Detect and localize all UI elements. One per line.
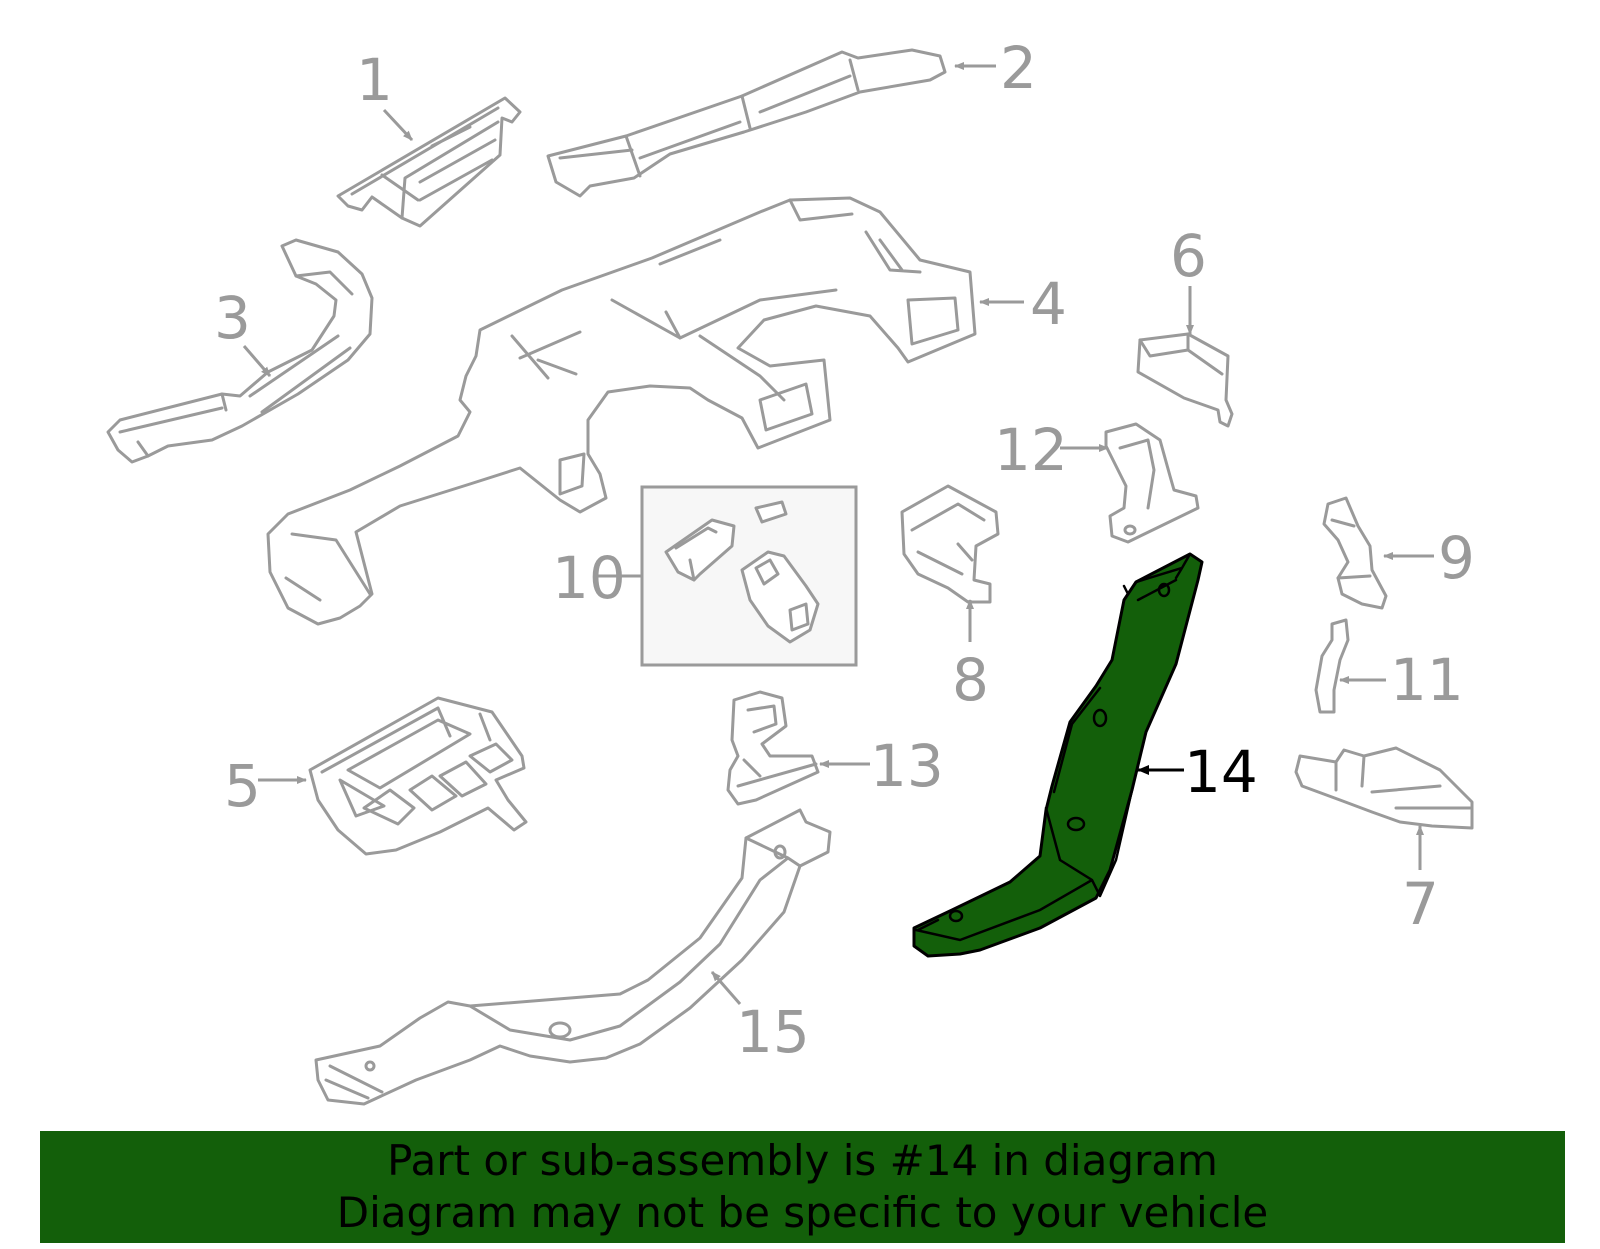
part-4-main-duct[interactable]	[266, 196, 977, 626]
part-5-panel[interactable]	[308, 696, 528, 856]
notice-banner: Part or sub-assembly is #14 in diagram D…	[40, 1131, 1565, 1243]
callout-8[interactable]: 8	[952, 646, 989, 714]
callout-14[interactable]: 14	[1184, 738, 1258, 806]
part-8-bracket[interactable]	[900, 484, 1000, 604]
callout-6[interactable]: 6	[1170, 222, 1207, 290]
leader-1	[382, 108, 414, 142]
leader-3	[242, 345, 272, 377]
part-3-side-duct[interactable]	[106, 238, 374, 464]
banner-line-2: Diagram may not be specific to your vehi…	[336, 1188, 1269, 1237]
callout-11[interactable]: 11	[1390, 646, 1464, 714]
part-15-floor-duct[interactable]	[314, 808, 832, 1106]
callouts: 1 2 3 4 5 6 7 8 9 10 11 12 13 14 15	[214, 34, 1475, 1066]
part-2-duct[interactable]	[546, 48, 947, 198]
part-1-vent[interactable]	[336, 96, 522, 228]
part-14-highlighted-duct[interactable]	[912, 552, 1204, 958]
leader-lines	[242, 62, 1434, 1005]
callout-13[interactable]: 13	[870, 732, 944, 800]
callout-10[interactable]: 10	[552, 544, 626, 612]
callout-15[interactable]: 15	[736, 998, 810, 1066]
part-6-bracket[interactable]	[1136, 332, 1234, 428]
part-12-bracket[interactable]	[1104, 422, 1200, 544]
callout-9[interactable]: 9	[1438, 524, 1475, 592]
callout-12[interactable]: 12	[994, 416, 1068, 484]
callout-4[interactable]: 4	[1030, 270, 1067, 338]
part-11-pipe[interactable]	[1314, 618, 1350, 714]
part-7-duct[interactable]	[1294, 746, 1474, 830]
part-13-bracket[interactable]	[726, 690, 820, 806]
leader-15	[710, 971, 742, 1005]
callout-5[interactable]: 5	[224, 752, 261, 820]
part-10-inset[interactable]	[640, 485, 858, 667]
callout-1[interactable]: 1	[356, 46, 393, 114]
callout-3[interactable]: 3	[214, 284, 251, 352]
callout-7[interactable]: 7	[1402, 870, 1439, 938]
banner-line-1: Part or sub-assembly is #14 in diagram	[387, 1136, 1218, 1185]
callout-2[interactable]: 2	[1000, 34, 1037, 102]
part-9-clip[interactable]	[1322, 496, 1388, 610]
